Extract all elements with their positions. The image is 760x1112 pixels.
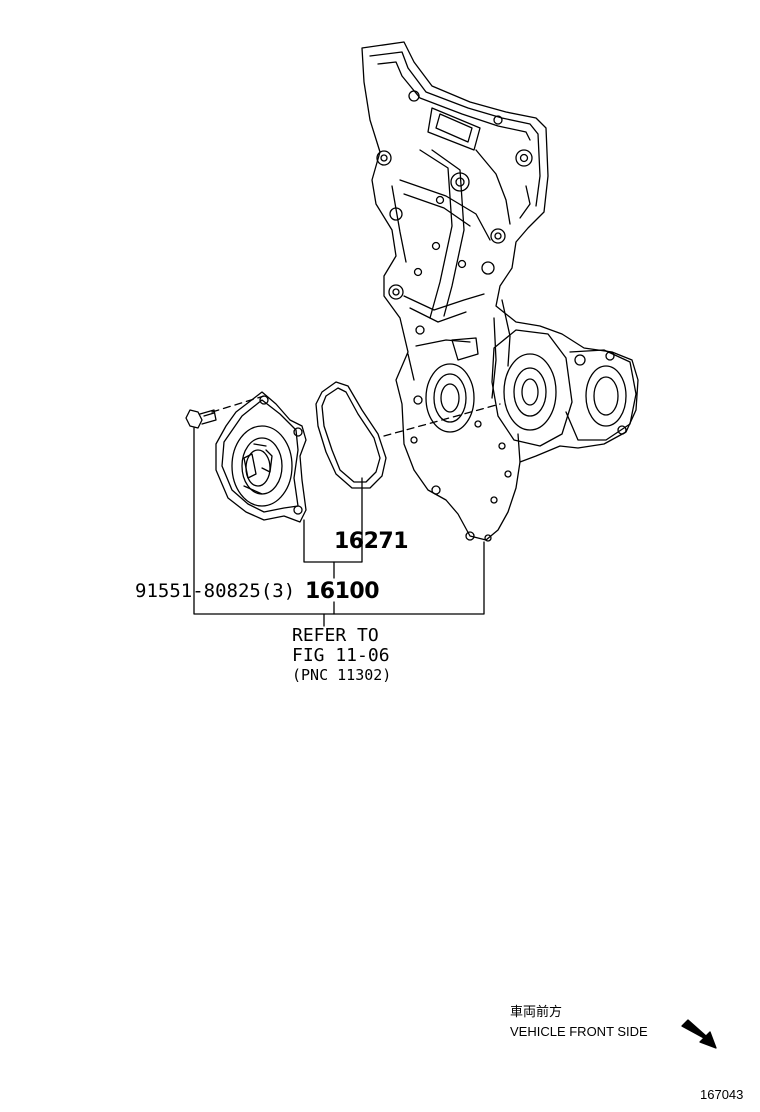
arrow-down-right-icon xyxy=(681,1019,717,1049)
leader-lines xyxy=(193,427,485,627)
reference-line-3: (PNC 11302) xyxy=(292,666,392,684)
illustration-id: 167043 xyxy=(700,1087,744,1102)
vehicle-front-label: VEHICLE FRONT SIDE xyxy=(510,1024,648,1039)
part-number-gasket: 16271 xyxy=(334,529,409,554)
assembly-dashed-lines xyxy=(211,395,501,437)
gasket-ring xyxy=(315,381,387,489)
reference-line-2: FIG 11-06 xyxy=(292,645,390,666)
reference-line-1: REFER TO xyxy=(292,625,379,646)
bolt xyxy=(185,409,217,429)
timing-chain-cover xyxy=(361,41,639,542)
part-number-bolt: 91551-80825(3) xyxy=(135,580,296,602)
vehicle-front-japanese-label: 車両前方 xyxy=(510,1004,563,1019)
part-number-water-pump: 16100 xyxy=(305,579,380,604)
water-pump xyxy=(215,391,307,523)
